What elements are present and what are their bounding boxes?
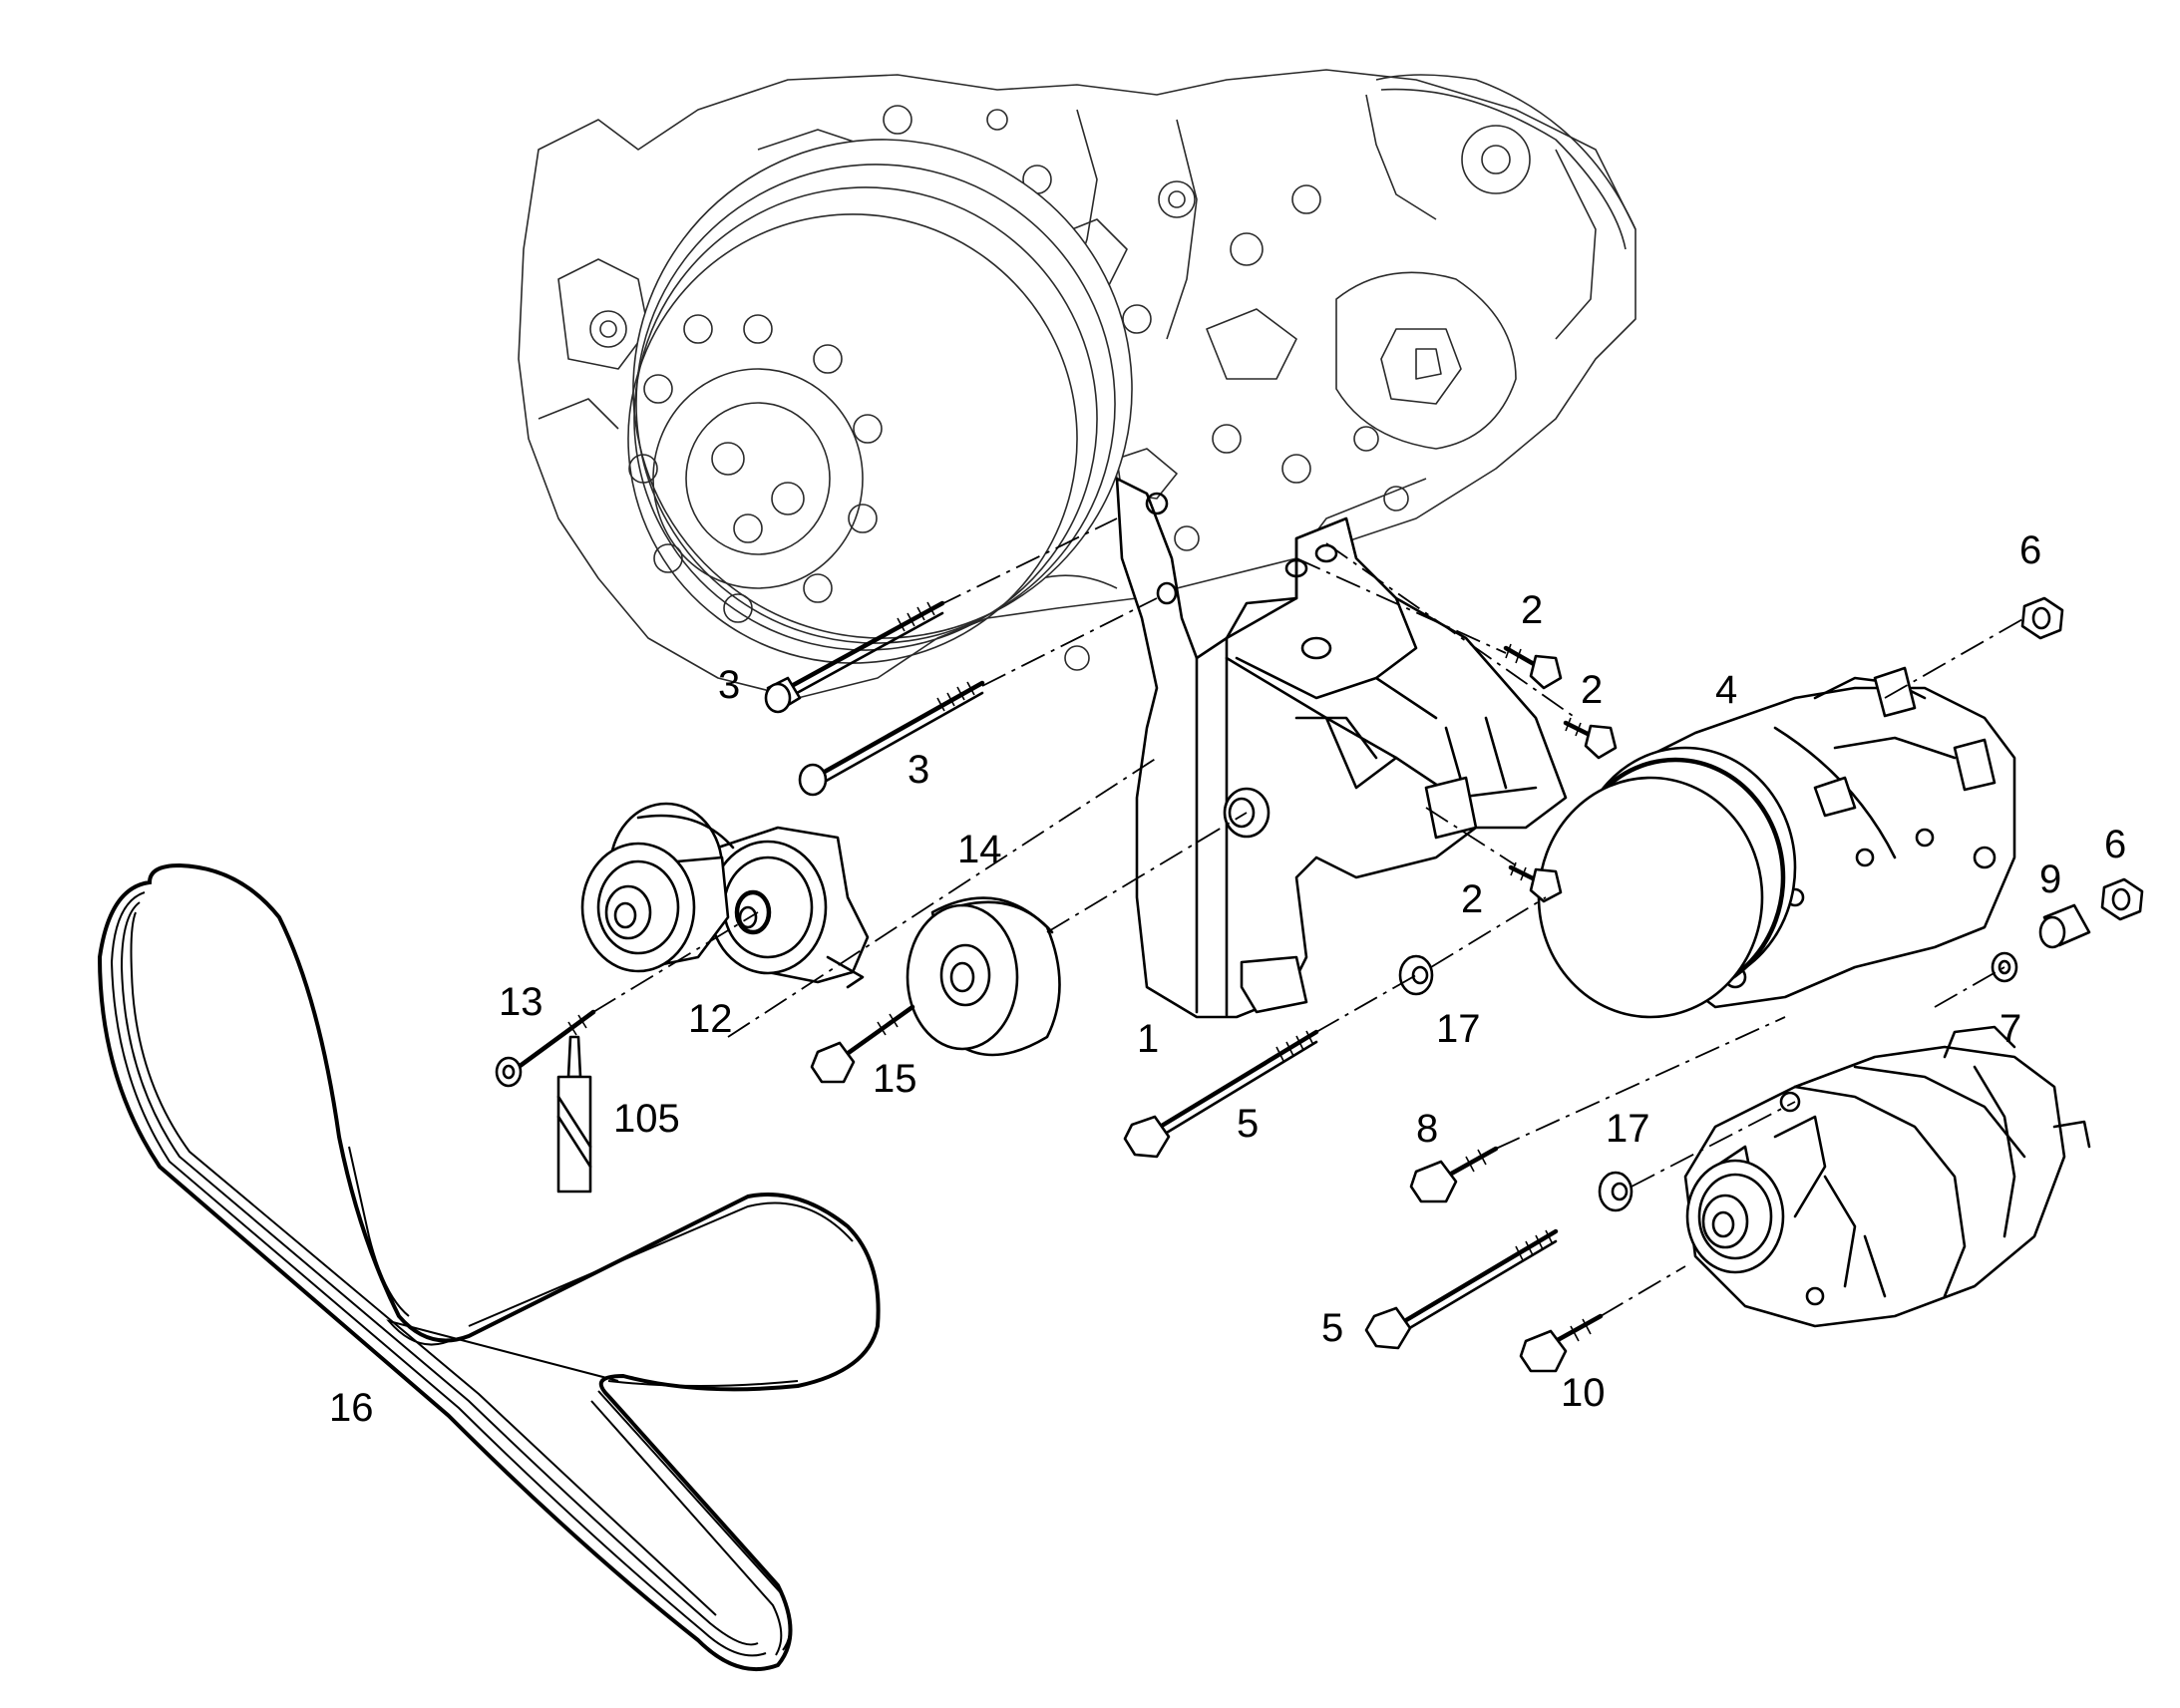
washer-17-upper [1398,954,1434,996]
mounting-bracket [1115,477,1568,1019]
label-part-5-upper: 5 [1237,1102,1259,1146]
leader-lines [592,517,2025,1317]
label-part-15: 15 [873,1057,917,1101]
label-part-1: 1 [1137,1017,1159,1061]
bolt-10 [1519,1313,1604,1373]
bolt-8 [1409,1146,1499,1203]
label-part-8: 8 [1416,1107,1438,1151]
part-labels: 1 2 2 2 3 3 4 5 5 6 6 7 8 9 10 12 13 14 … [329,528,2126,1430]
bolt-5-lower [1364,1228,1559,1350]
label-part-105: 105 [613,1097,680,1141]
label-part-7: 7 [1999,1007,2021,1051]
label-part-12: 12 [688,997,733,1041]
bolt-3-upper [764,600,945,714]
bolt-2-middle [1563,717,1618,760]
label-part-6-upper: 6 [2019,528,2041,572]
label-part-13: 13 [499,980,544,1024]
label-part-9: 9 [2039,857,2061,901]
nut-6-lower [2100,877,2144,921]
label-part-2-upper: 2 [1521,588,1543,632]
bolt-15 [810,1004,915,1084]
ac-compressor [1537,666,2016,1019]
label-part-16: 16 [329,1386,374,1430]
label-part-14: 14 [957,828,1002,871]
tensioner-pulley [580,802,735,973]
label-part-17-upper: 17 [1436,1007,1481,1051]
belt-tensioner [706,826,870,989]
idler-pulley [906,896,1061,1057]
label-part-5-lower: 5 [1321,1306,1343,1350]
alternator [1683,1025,2091,1328]
label-part-2-lower: 2 [1461,877,1483,921]
nut-6-upper [2020,596,2064,640]
label-part-6-lower: 6 [2104,823,2126,866]
bolt-2-upper [1503,643,1563,690]
threadlocker-tube [556,1035,592,1194]
bolt-13 [495,1009,596,1088]
label-part-3-lower: 3 [908,748,929,792]
label-part-3-upper: 3 [718,663,740,707]
bolt-2-lower [1508,861,1563,903]
poly-v-belt [97,862,881,1672]
label-part-4: 4 [1715,668,1737,712]
crankshaft-pulley [627,139,1133,664]
bolt-3-lower [798,680,985,797]
spacer-9 [2038,903,2091,949]
washer-17-lower [1598,1171,1634,1212]
bolt-5-upper [1123,1029,1319,1159]
label-part-2-middle: 2 [1581,668,1603,712]
label-part-17-lower: 17 [1606,1107,1650,1151]
label-part-10: 10 [1561,1371,1606,1415]
